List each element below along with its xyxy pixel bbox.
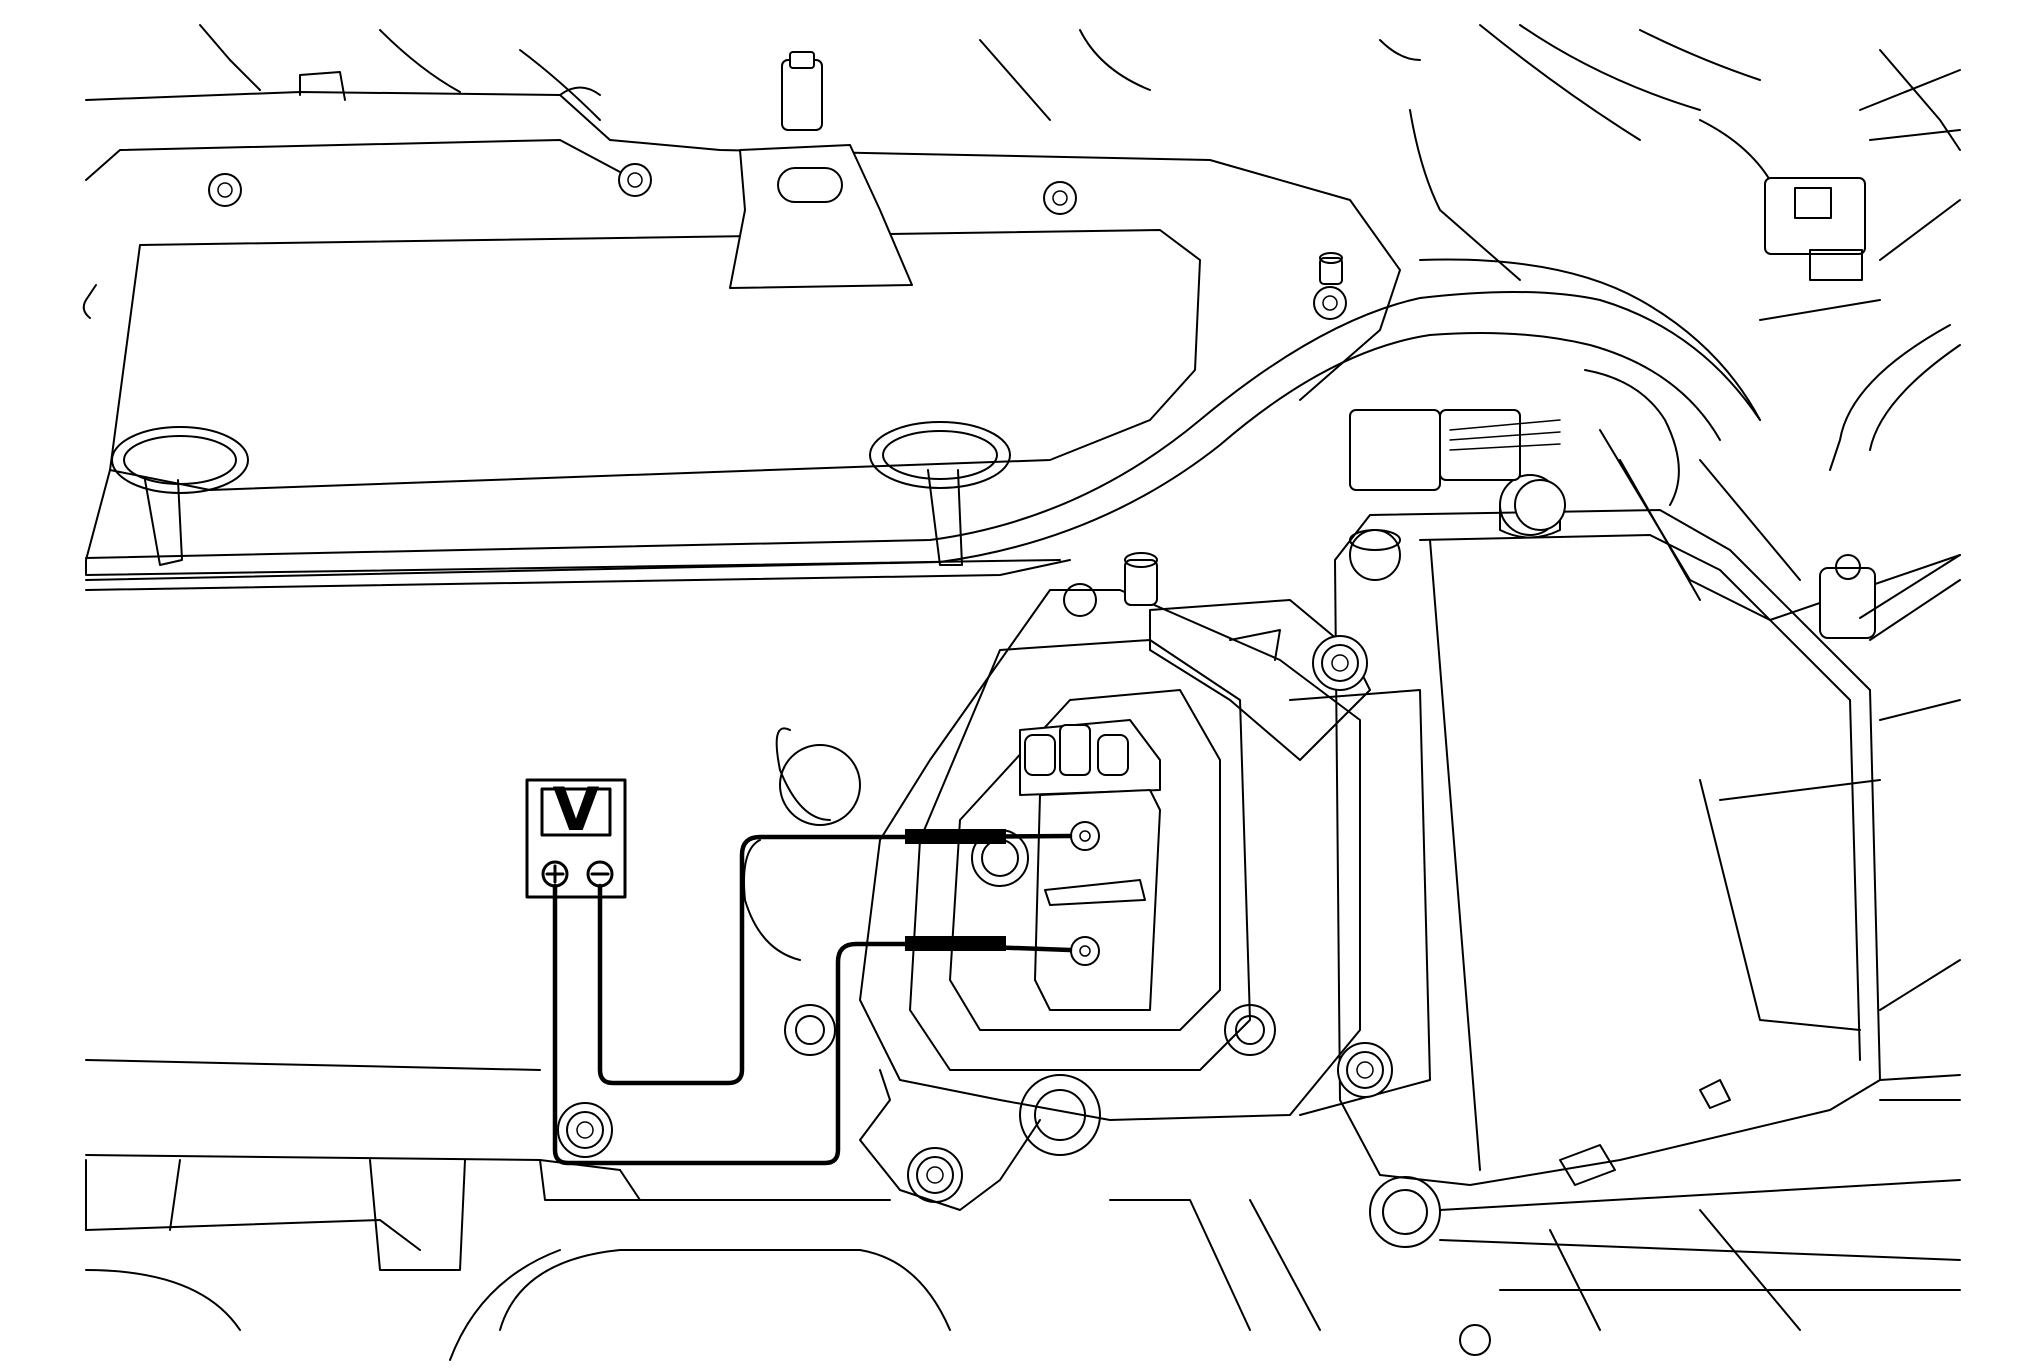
voltmeter-label: V xyxy=(553,775,600,845)
housing-left-flange xyxy=(743,727,1041,1211)
torx-bolt-housing-top xyxy=(1312,635,1368,691)
housing-boss-7 xyxy=(1369,1176,1441,1248)
housing-boss-3 xyxy=(784,1004,836,1056)
plate-bolt-top xyxy=(1349,529,1401,581)
plus-circle-icon xyxy=(541,860,569,888)
upper-right-lines xyxy=(979,24,1961,321)
housing-boss-2 xyxy=(779,744,861,826)
upper-right-connector xyxy=(1764,177,1866,281)
right-bottom-bracket xyxy=(1559,1074,1961,1186)
torx-bolt-housing-bottom xyxy=(907,1147,963,1203)
voltmeter: V xyxy=(525,775,627,899)
housing-boss-4 xyxy=(1224,1004,1276,1056)
housing-stud xyxy=(1124,552,1158,606)
cover-bolt-3 xyxy=(1043,181,1077,215)
top-bracket xyxy=(729,51,913,289)
right-sensor xyxy=(1819,554,1961,641)
engine-cover xyxy=(82,24,1401,591)
sensor-connector-top xyxy=(1019,719,1161,796)
main-hose xyxy=(85,258,1761,581)
mount-bracket xyxy=(1149,599,1371,761)
torx-bolt-lower-left xyxy=(557,1102,613,1158)
plate-stud xyxy=(1514,479,1566,531)
sensor-body xyxy=(1034,789,1161,1011)
cover-bolt-1 xyxy=(208,173,242,207)
left-grommet xyxy=(111,426,249,566)
probe-sleeve-2 xyxy=(905,936,1006,951)
harness-connector xyxy=(1349,409,1561,491)
negative-test-lead xyxy=(597,833,1073,1086)
cover-bolt-4 xyxy=(1313,286,1347,320)
center-grommet xyxy=(869,421,1011,566)
right-plate xyxy=(1334,509,1961,1186)
torx-bolt-housing-right xyxy=(1337,1042,1393,1098)
lower-case xyxy=(85,1059,1961,1361)
stud-bolt xyxy=(1319,252,1343,285)
probe-sleeve-1 xyxy=(905,829,1006,844)
housing-boss-8 xyxy=(1459,1324,1491,1356)
positive-test-lead xyxy=(552,883,1073,1166)
cover-bolt-2 xyxy=(618,163,652,197)
housing-boss-5 xyxy=(1019,1074,1101,1156)
housing-boss-6 xyxy=(1063,583,1097,617)
